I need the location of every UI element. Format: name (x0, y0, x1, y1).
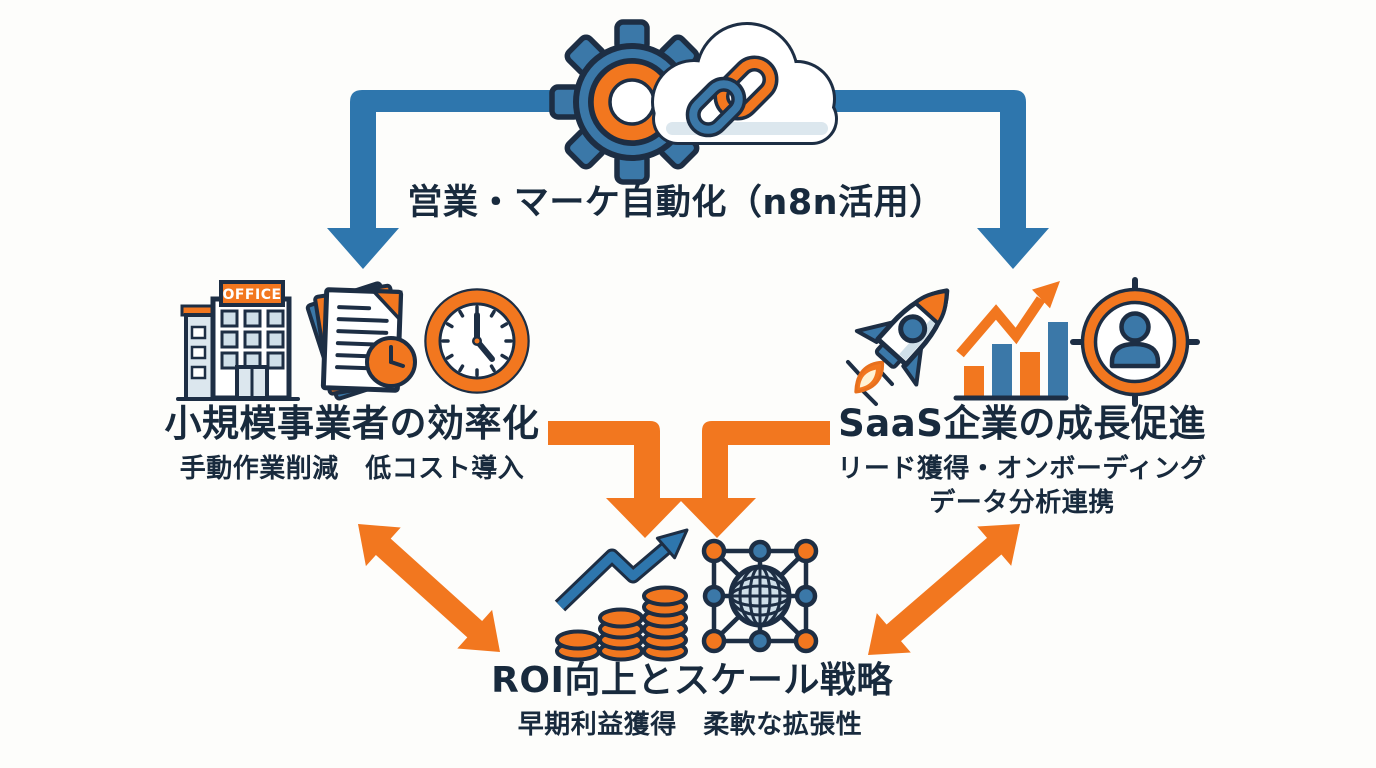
gear-cloud-link-icon (549, 19, 838, 185)
automation-title: 営業・マーケ自動化（n8n活用） (407, 183, 945, 223)
document-clock-badge-icon (365, 336, 417, 388)
saas-subtext-1: リード獲得・オンボーディング (837, 454, 1207, 484)
saas-heading: SaaS企業の成長促進 (838, 402, 1206, 445)
office-sign-label: OFFICE (222, 287, 281, 303)
arrow-left-to-center (548, 421, 684, 538)
network-globe-icon (701, 538, 819, 654)
arrow-top-to-left (327, 90, 566, 269)
clock-icon (424, 288, 530, 394)
arrow-right-to-center (678, 421, 830, 538)
documents-icon (305, 281, 417, 401)
target-user-icon (1070, 277, 1200, 407)
small-business-subtext: 手動作業削減 低コスト導入 (179, 454, 525, 484)
growth-chart-icon (953, 281, 1069, 401)
rocket-icon (846, 288, 950, 406)
arrow-left-bidirectional (358, 524, 500, 652)
roi-subtext: 早期利益獲得 柔軟な拡張性 (517, 710, 863, 740)
user-icon (1109, 311, 1161, 369)
roi-heading: ROI向上とスケール戦略 (491, 660, 893, 701)
coins-growth-icon (554, 528, 689, 662)
globe-icon (728, 564, 792, 628)
chain-link-icon (685, 55, 779, 138)
saas-subtext-2: データ分析連携 (929, 488, 1115, 518)
small-business-heading: 小規模事業者の効率化 (164, 402, 540, 445)
arrow-right-bidirectional (868, 524, 1020, 655)
office-building-icon: OFFICE (176, 280, 300, 401)
arrow-top-to-right (826, 90, 1049, 269)
